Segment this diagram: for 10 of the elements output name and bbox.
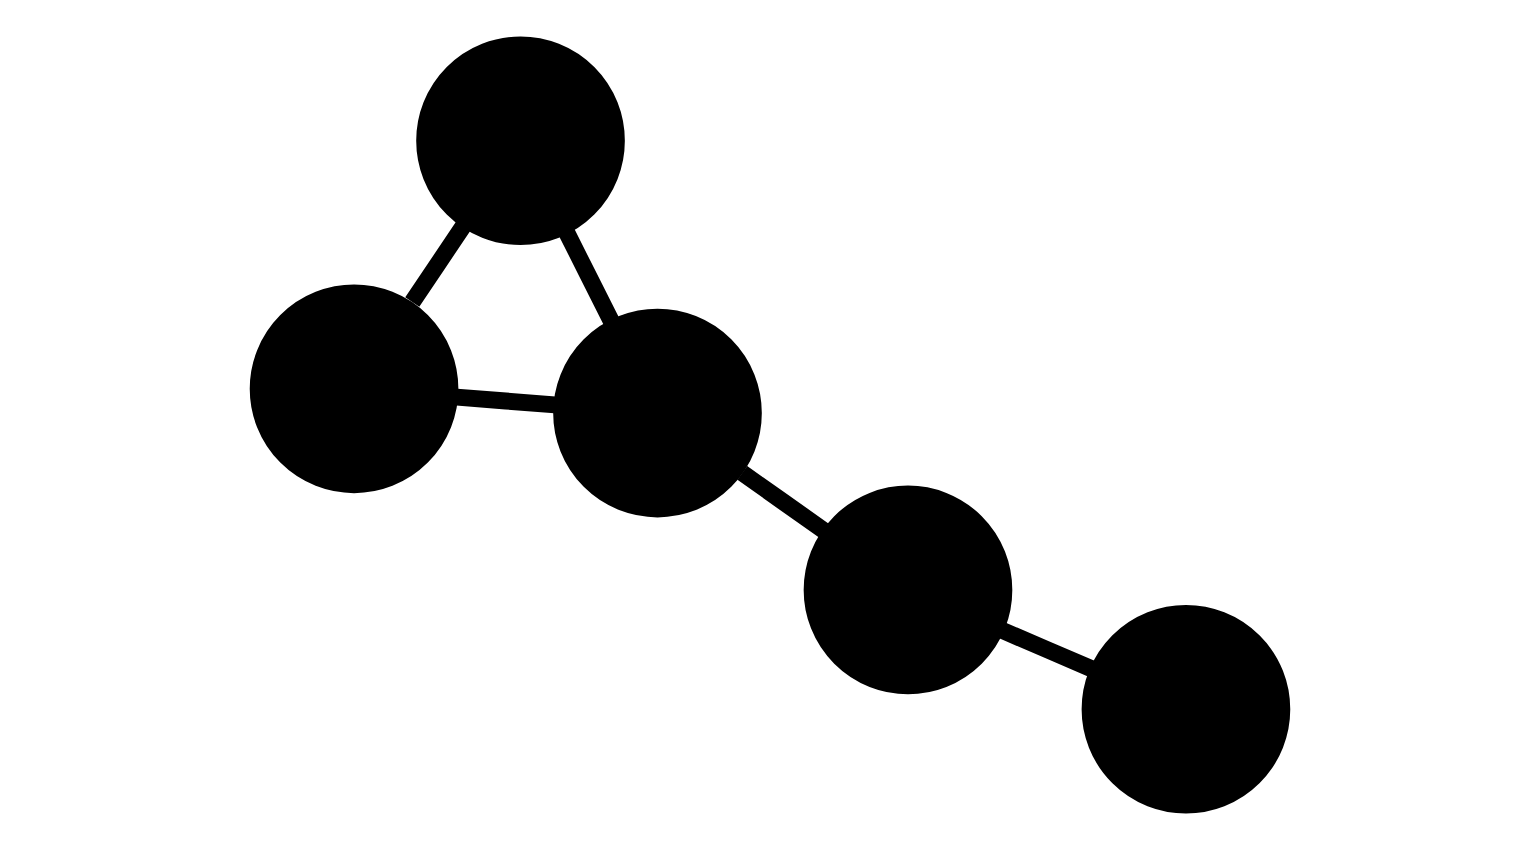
connector [404,221,470,307]
connector [557,227,619,326]
connector [736,466,829,539]
connector [455,388,555,414]
node-circle [1080,604,1290,814]
connector [997,622,1095,677]
node-circle [552,308,761,518]
node-circle [248,284,458,494]
node-circle [802,485,1012,695]
node-circle [415,36,624,246]
